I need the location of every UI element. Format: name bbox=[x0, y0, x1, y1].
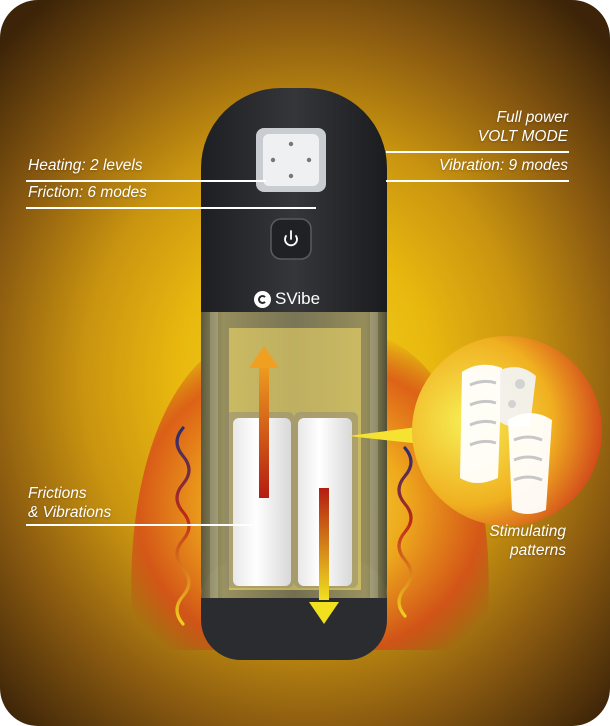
inner-sleeves bbox=[226, 412, 358, 588]
wave-icon bbox=[175, 426, 191, 626]
callout-stimulating-patterns: Stimulating patterns bbox=[440, 522, 566, 560]
callout-stimulating-line2: patterns bbox=[509, 542, 566, 559]
callout-friction: Friction: 6 modes bbox=[28, 184, 147, 201]
brand-logo-icon bbox=[254, 290, 271, 308]
arrow-down-icon bbox=[309, 488, 339, 624]
callout-stimulating-line1: Stimulating bbox=[489, 523, 566, 540]
callout-heating: Heating: 2 levels bbox=[28, 157, 143, 174]
arrow-up-icon bbox=[249, 346, 279, 498]
callout-rule-friction bbox=[26, 207, 316, 209]
callout-frictions-line2: & Vibrations bbox=[28, 504, 112, 521]
callout-full-power-line2: VOLT MODE bbox=[477, 128, 568, 145]
callout-full-power-line1: Full power bbox=[496, 109, 569, 126]
callout-rule-full-power bbox=[386, 151, 569, 153]
callout-vibration: Vibration: 9 modes bbox=[439, 157, 568, 174]
callout-rule-vibration bbox=[386, 180, 569, 182]
power-icon bbox=[284, 230, 298, 247]
callout-frictions-vibrations: Frictions & Vibrations bbox=[28, 484, 111, 522]
callout-rule-heating bbox=[26, 180, 266, 182]
brand-logo: SVibe bbox=[254, 288, 320, 310]
sleeve-detail-circle bbox=[412, 336, 602, 526]
callout-full-power: Full power VOLT MODE bbox=[430, 108, 568, 146]
wave-icon bbox=[397, 446, 413, 618]
callout-frictions-line1: Frictions bbox=[28, 485, 87, 502]
callout-rule-frictions bbox=[26, 524, 252, 526]
brand-name: SVibe bbox=[275, 289, 321, 308]
